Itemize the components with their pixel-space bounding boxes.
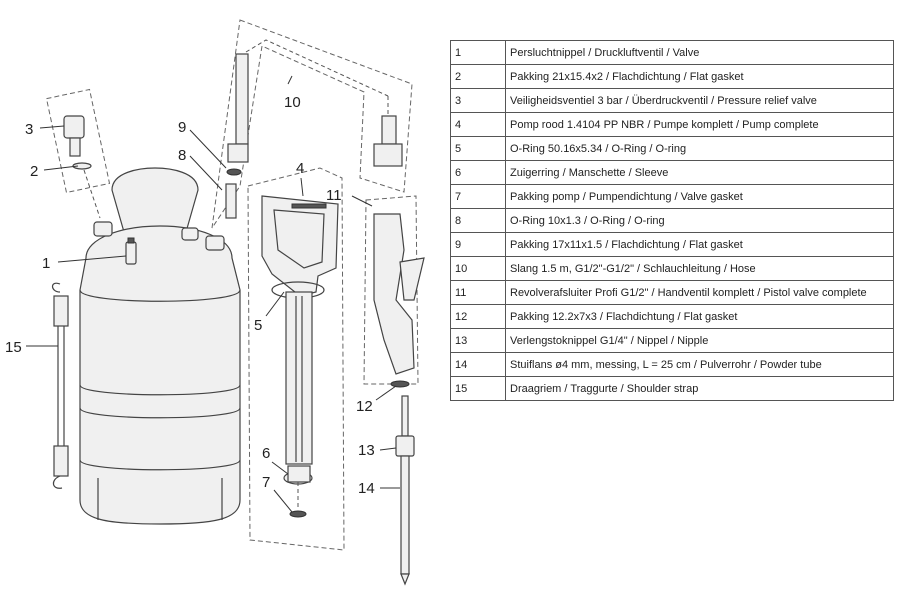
part-number: 14 bbox=[450, 352, 506, 377]
leader-lines bbox=[26, 75, 400, 513]
part-description: Stuiflans ø4 mm, messing, L = 25 cm / Pu… bbox=[505, 352, 894, 377]
part-description: Draagriem / Traggurte / Shoulder strap bbox=[505, 376, 894, 401]
callout-15: 15 bbox=[5, 339, 22, 356]
part-number: 5 bbox=[450, 136, 506, 161]
part-description: Pakking 17x11x1.5 / Flachdichtung / Flat… bbox=[505, 232, 894, 257]
callout-4: 4 bbox=[296, 160, 304, 177]
part-number: 7 bbox=[450, 184, 506, 209]
part-description: Pomp rood 1.4104 PP NBR / Pumpe komplett… bbox=[505, 112, 894, 137]
hose-assembly bbox=[211, 19, 413, 229]
callout-9: 9 bbox=[178, 119, 186, 136]
part-description: Verlengstoknippel G1/4" / Nippel / Nippl… bbox=[505, 328, 894, 353]
callout-14: 14 bbox=[358, 480, 375, 497]
callout-3: 3 bbox=[25, 121, 33, 138]
callout-11: 11 bbox=[326, 187, 342, 204]
part-description: Persluchtnippel / Druckluftventil / Valv… bbox=[505, 40, 894, 65]
callout-1: 1 bbox=[42, 255, 50, 272]
part-number: 3 bbox=[450, 88, 506, 113]
shoulder-strap bbox=[51, 282, 69, 489]
callout-2: 2 bbox=[30, 163, 38, 180]
part-number: 8 bbox=[450, 208, 506, 233]
part-description: Zuigerring / Manschette / Sleeve bbox=[505, 160, 894, 185]
part-description: Pakking pomp / Pumpendichtung / Valve ga… bbox=[505, 184, 894, 209]
callout-12: 12 bbox=[356, 398, 373, 415]
part-description: O-Ring 50.16x5.34 / O-Ring / O-ring bbox=[505, 136, 894, 161]
part-number: 6 bbox=[450, 160, 506, 185]
part-description: Pakking 12.2x7x3 / Flachdichtung / Flat … bbox=[505, 304, 894, 329]
pump-assembly bbox=[247, 167, 345, 551]
part-number: 12 bbox=[450, 304, 506, 329]
callout-10: 10 bbox=[284, 94, 301, 111]
callout-13: 13 bbox=[358, 442, 375, 459]
valve-nipple bbox=[125, 237, 137, 265]
extension-tube bbox=[395, 395, 415, 586]
callout-8: 8 bbox=[178, 147, 186, 164]
part-number: 4 bbox=[450, 112, 506, 137]
part-description: Revolverafsluiter Profi G1/2" / Handvent… bbox=[505, 280, 894, 305]
callout-5: 5 bbox=[254, 317, 262, 334]
part-number: 15 bbox=[450, 376, 506, 401]
part-number: 1 bbox=[450, 40, 506, 65]
exploded-view-diagram: 1 2 3 4 5 6 7 8 9 10 11 12 13 14 15 bbox=[5, 19, 425, 586]
part-description: Veiligheidsventiel 3 bar / Überdruckvent… bbox=[505, 88, 894, 113]
part-number: 11 bbox=[450, 280, 506, 305]
part-number: 10 bbox=[450, 256, 506, 281]
part-description: O-Ring 10x1.3 / O-Ring / O-ring bbox=[505, 208, 894, 233]
part-description: Slang 1.5 m, G1/2"-G1/2" / Schlauchleitu… bbox=[505, 256, 894, 281]
part-number: 2 bbox=[450, 64, 506, 89]
relief-valve-assembly bbox=[45, 88, 111, 219]
callout-6: 6 bbox=[262, 445, 270, 462]
part-number: 13 bbox=[450, 328, 506, 353]
part-number: 9 bbox=[450, 232, 506, 257]
callout-7: 7 bbox=[262, 474, 270, 491]
part-description: Pakking 21x15.4x2 / Flachdichtung / Flat… bbox=[505, 64, 894, 89]
sprayer-tank bbox=[79, 167, 241, 525]
pistol-valve bbox=[363, 195, 425, 388]
